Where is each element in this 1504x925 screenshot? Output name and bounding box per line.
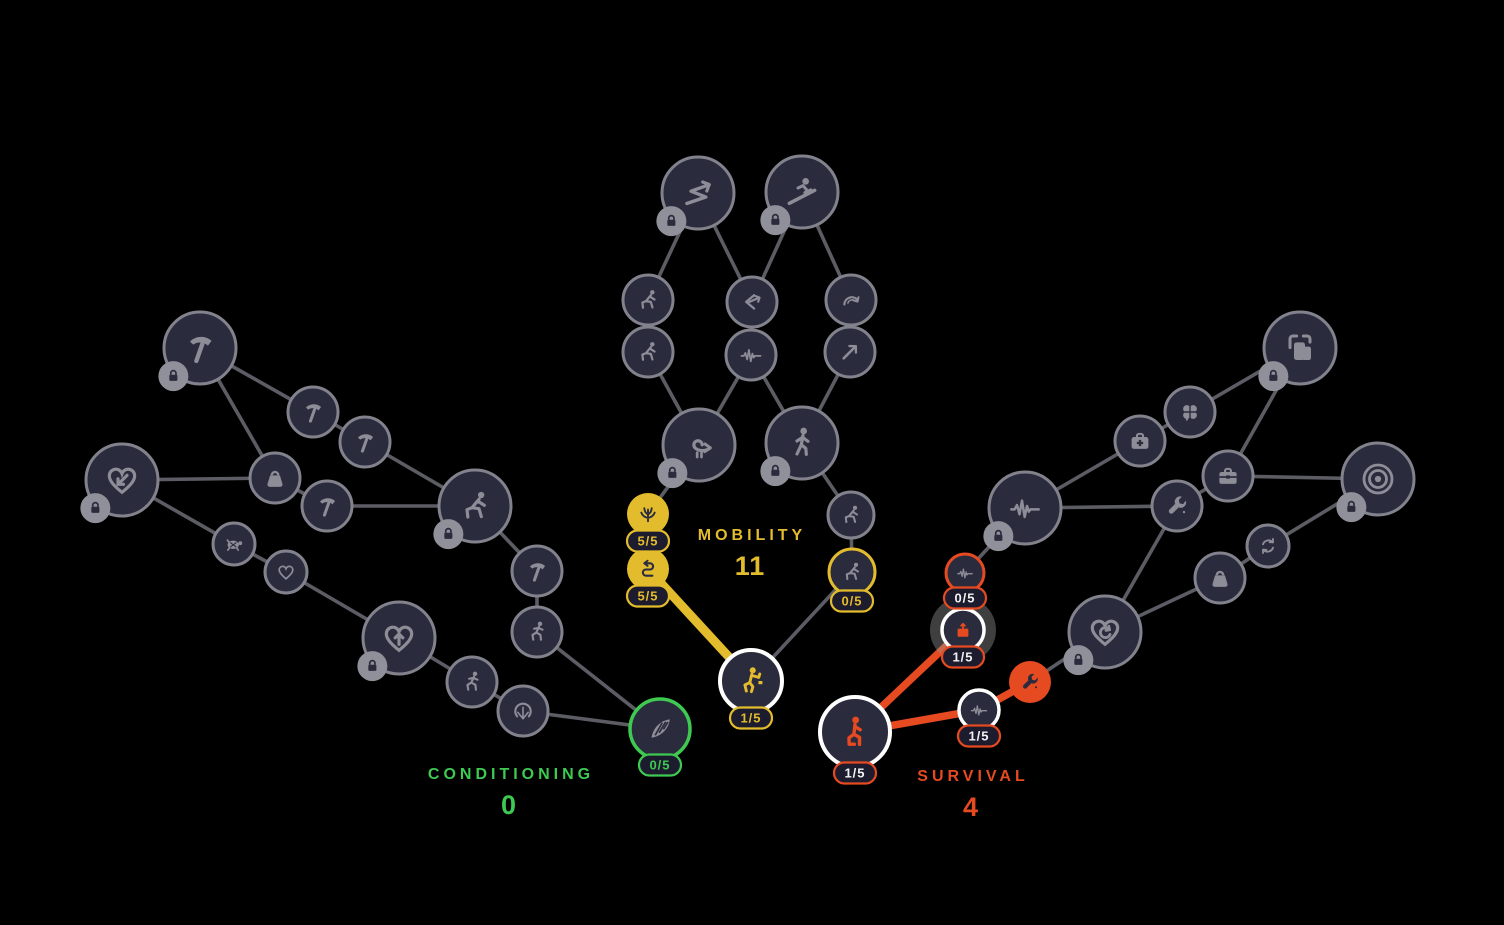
skill-node-turtle[interactable] [211,521,257,567]
tree-title-mobility: MOBILITY [697,527,807,544]
node-circle [1245,523,1291,569]
skill-node-heart[interactable] [263,549,309,595]
skill-node-weight-1[interactable] [248,451,302,505]
rank-badge-text: 5/5 [637,589,658,604]
skill-node-walk[interactable] [760,405,840,487]
rank-badge: 5/5 [625,529,671,553]
skill-node-stretch-2[interactable] [621,325,675,379]
skill-node-lunge[interactable] [433,468,513,550]
tree-title-conditioning: CONDITIONING [427,766,595,783]
skill-node-climb[interactable] [718,648,784,714]
skill-node-loop[interactable] [657,407,737,489]
node-circle [263,549,309,595]
rank-badge: 1/5 [728,706,774,730]
tree-label-mobility: MOBILITY 11 [694,527,806,582]
rank-badge: 0/5 [942,586,988,610]
skill-node-target[interactable] [1336,441,1416,523]
skill-node-wrench-1[interactable] [1009,661,1051,703]
skill-node-slide[interactable] [760,154,840,236]
tree-points-survival: 4 [962,792,980,822]
skill-node-hammer-3[interactable] [338,415,392,469]
skill-node-runner-1[interactable] [510,605,564,659]
skill-node-fibers[interactable] [627,493,669,535]
target-icon [1362,463,1394,495]
skill-node-pulse-1[interactable] [724,328,778,382]
skill-node-stretch-4[interactable] [827,547,877,597]
skill-node-arrow-ne[interactable] [823,325,877,379]
skill-node-hammer-5[interactable] [510,544,564,598]
rank-badge: 0/5 [637,753,683,777]
rank-badge: 5/5 [625,584,671,608]
skill-node-box[interactable] [930,597,996,663]
skill-node-heart-up[interactable] [357,600,437,682]
skill-node-flip[interactable] [824,273,878,327]
skill-node-hammer-4[interactable] [300,479,354,533]
rank-badge: 1/5 [956,724,1002,748]
tree-label-conditioning: CONDITIONING 0 [424,766,594,821]
tree-title-survival: SURVIVAL [917,768,1029,785]
rank-badge-text: 5/5 [637,534,658,549]
skill-node-shell[interactable] [496,684,550,738]
rank-badge-text: 1/5 [968,729,989,744]
node-circle [944,552,986,594]
rank-badge-text: 1/5 [844,766,865,781]
tree-label-survival: SURVIVAL 4 [913,768,1028,823]
node-circle [957,688,1001,732]
skill-node-heart-arrow[interactable] [80,442,160,524]
rank-badge: 1/5 [832,761,878,785]
skill-node-recycle[interactable] [1245,523,1291,569]
tree-points-mobility: 11 [734,551,766,581]
skill-node-heart-refresh[interactable] [1063,594,1143,676]
skill-node-zigzag[interactable] [656,155,736,237]
rank-badge-text: 0/5 [841,594,862,609]
skill-node-devices[interactable] [1258,310,1338,392]
skill-node-chevrons[interactable] [725,275,779,329]
skill-node-kneel[interactable] [818,695,892,769]
rank-badge: 0/5 [829,589,875,613]
skill-node-pulse-3[interactable] [957,688,1001,732]
rank-badge-text: 0/5 [649,758,670,773]
node-circle [724,328,778,382]
skill-node-pulse-2[interactable] [944,552,986,594]
skill-node-hammer-1[interactable] [158,310,238,392]
tree-points-conditioning: 0 [500,790,518,820]
skill-node-toolbox[interactable] [1201,449,1255,503]
node-circle [725,275,779,329]
skill-node-medbag[interactable] [1113,414,1167,468]
skill-node-pulse-4[interactable] [983,470,1063,552]
skill-node-wrench-2[interactable] [1150,479,1204,533]
rank-badge-text: 1/5 [740,711,761,726]
skill-node-feather[interactable] [628,697,692,761]
skill-node-clover[interactable] [1163,385,1217,439]
skill-node-hammer-2[interactable] [286,385,340,439]
skill-node-stretch-3[interactable] [826,490,876,540]
skill-node-snake[interactable] [627,548,669,590]
clover-icon [1181,403,1199,421]
skill-node-stretch-1[interactable] [621,273,675,327]
skill-node-runner-2[interactable] [445,655,499,709]
skill-node-weight-2[interactable] [1193,551,1247,605]
rank-badge-text: 0/5 [954,591,975,606]
rank-badge: 1/5 [940,645,986,669]
rank-badge-text: 1/5 [952,650,973,665]
